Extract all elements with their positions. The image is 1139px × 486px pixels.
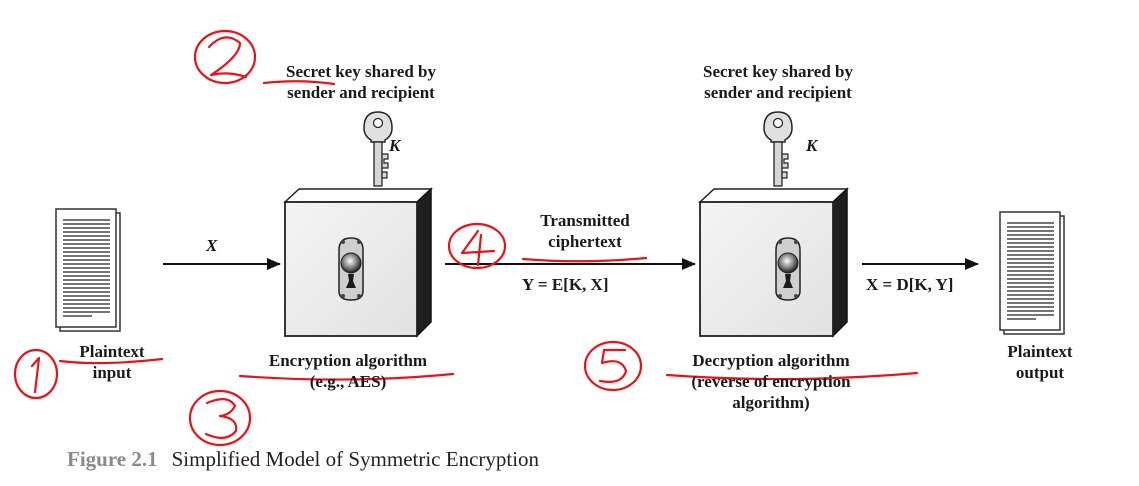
secret-key-left-label: Secret key shared by sender and recipien… xyxy=(246,61,476,103)
secret-key-right-line-2: sender and recipient xyxy=(704,83,852,102)
plaintext-input-line-1: Plaintext xyxy=(79,342,145,361)
key-icon xyxy=(363,111,393,187)
plaintext-output-document xyxy=(999,211,1065,335)
transmitted-line-1: Transmitted xyxy=(540,211,630,230)
encryption-box xyxy=(283,187,433,338)
underline-encryption-algorithm xyxy=(238,372,455,381)
annotation-2 xyxy=(193,29,257,85)
secret-key-right-label: Secret key shared by sender and recipien… xyxy=(663,61,893,103)
underline-secret-key xyxy=(262,80,336,86)
plaintext-input-label: Plaintext input xyxy=(52,341,172,383)
annotation-4 xyxy=(447,222,507,270)
x-output-expression: X = D[K, Y] xyxy=(866,275,954,294)
k-right-label: K xyxy=(806,136,818,155)
key-icon xyxy=(763,111,793,187)
annotation-5 xyxy=(583,340,643,392)
figure-title: Simplified Model of Symmetric Encryption xyxy=(171,447,540,471)
lock-icon xyxy=(338,237,364,301)
decryption-algorithm-line-2: (reverse of encryption xyxy=(691,372,851,391)
transmitted-ciphertext-label: Transmitted ciphertext xyxy=(505,210,665,252)
figure-caption: Figure 2.1 Simplified Model of Symmetric … xyxy=(67,447,539,472)
encryption-algorithm-label: Encryption algorithm (e.g., AES) xyxy=(233,350,463,392)
decryption-box xyxy=(698,187,849,338)
encryption-algorithm-line-1: Encryption algorithm xyxy=(268,351,428,370)
plaintext-input-document xyxy=(55,208,121,332)
handwritten-annotations xyxy=(13,29,919,447)
underline-decryption-algorithm xyxy=(665,371,919,381)
plaintext-input-line-2: input xyxy=(92,363,132,382)
annotation-3 xyxy=(188,389,252,447)
decryption-algorithm-line-1: Decryption algorithm xyxy=(692,351,850,370)
annotation-1 xyxy=(13,348,59,400)
decryption-algorithm-label: Decryption algorithm (reverse of encrypt… xyxy=(656,350,886,413)
encryption-algorithm-line-2: (e.g., AES) xyxy=(309,372,387,391)
plaintext-output-line-1: Plaintext xyxy=(1007,342,1073,361)
y-expression: Y = E[K, X] xyxy=(522,275,609,294)
secret-key-right-line-1: Secret key shared by xyxy=(702,62,853,81)
figure-number: Figure 2.1 xyxy=(67,447,158,471)
underline-ciphertext xyxy=(521,256,648,263)
plaintext-output-line-2: output xyxy=(1015,363,1065,382)
transmitted-line-2: ciphertext xyxy=(548,232,622,251)
decryption-algorithm-line-3: algorithm) xyxy=(732,393,810,412)
secret-key-left-line-2: sender and recipient xyxy=(287,83,435,102)
underline-plaintext xyxy=(58,357,164,365)
lock-icon xyxy=(775,237,801,301)
secret-key-left-line-1: Secret key shared by xyxy=(285,62,436,81)
x-input-label: X xyxy=(206,236,218,255)
k-left-label: K xyxy=(389,136,401,155)
plaintext-output-label: Plaintext output xyxy=(985,341,1095,383)
